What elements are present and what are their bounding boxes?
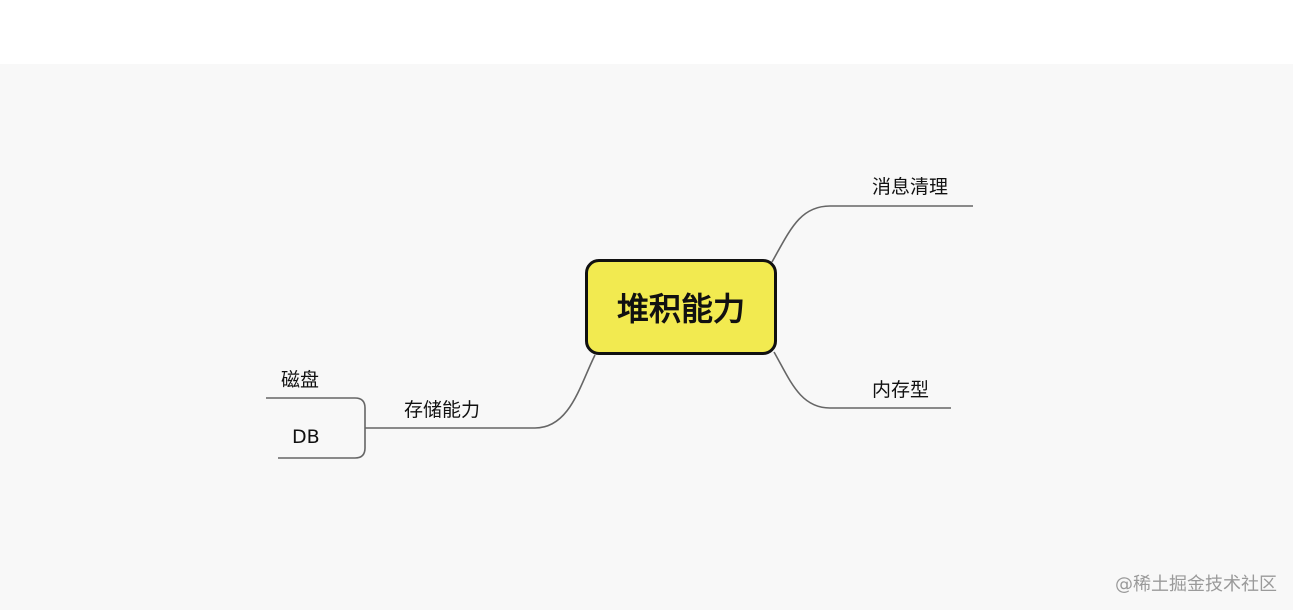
central-topic[interactable]: 堆积能力 xyxy=(585,259,777,355)
subbranch-db[interactable]: DB xyxy=(292,426,320,448)
watermark: @稀土掘金技术社区 xyxy=(1115,574,1277,595)
branch-storage[interactable]: 存储能力 xyxy=(404,399,481,421)
link-db xyxy=(278,428,366,459)
branch-message-cleanup[interactable]: 消息清理 xyxy=(872,176,949,198)
link-disk xyxy=(266,397,366,428)
link-in-memory xyxy=(773,351,951,409)
subbranch-disk[interactable]: 磁盘 xyxy=(281,369,320,391)
link-storage xyxy=(365,354,596,429)
branch-in-memory[interactable]: 内存型 xyxy=(872,379,930,401)
link-message-cleanup xyxy=(771,205,973,263)
